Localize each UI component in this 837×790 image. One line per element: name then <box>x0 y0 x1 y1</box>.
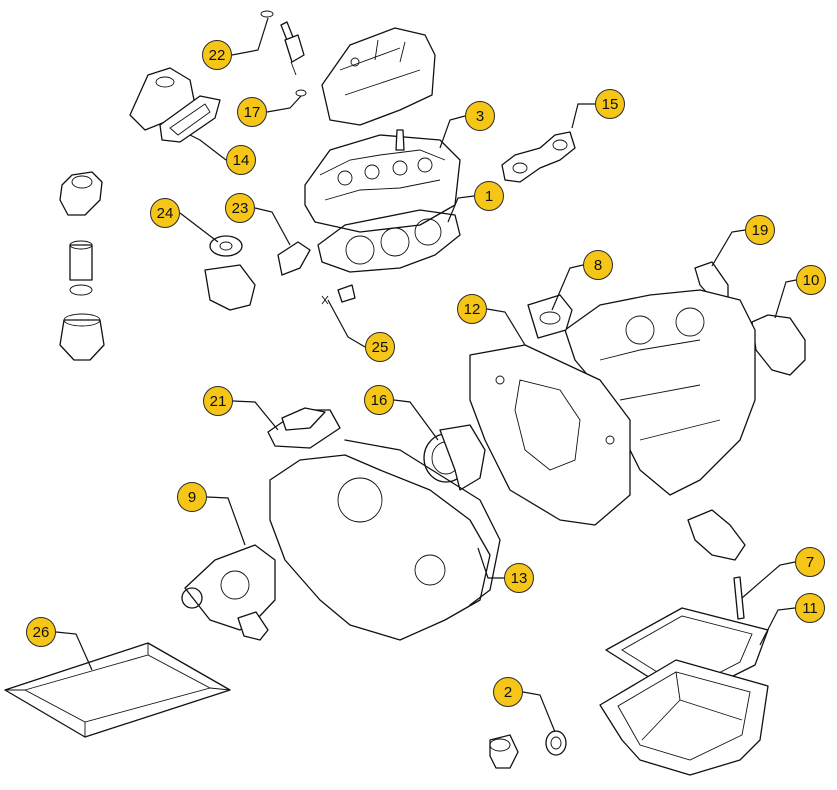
callout-1[interactable]: 1 <box>474 181 504 211</box>
callout-23[interactable]: 23 <box>225 193 255 223</box>
valve-cover <box>321 27 436 126</box>
callout-11[interactable]: 11 <box>795 593 825 623</box>
gear-case <box>267 407 501 641</box>
callout-17[interactable]: 17 <box>237 97 267 127</box>
drain-plug <box>489 734 519 769</box>
oil-filter-assembly <box>59 171 105 361</box>
callout-8[interactable]: 8 <box>583 250 613 280</box>
callout-21[interactable]: 21 <box>203 386 233 416</box>
head-gasket <box>317 209 461 273</box>
cover-plate-8 <box>527 294 573 339</box>
oil-pan <box>599 659 769 776</box>
side-plate <box>469 344 631 526</box>
callout-19[interactable]: 19 <box>745 215 775 245</box>
callout-2[interactable]: 2 <box>493 677 523 707</box>
water-flange <box>204 235 356 311</box>
callout-26[interactable]: 26 <box>26 617 56 647</box>
injector <box>260 10 307 97</box>
thermostat-housing <box>129 67 221 143</box>
callout-12[interactable]: 12 <box>457 294 487 324</box>
exhaust-gasket <box>501 131 576 183</box>
callout-16[interactable]: 16 <box>364 385 394 415</box>
water-pump <box>181 544 276 641</box>
bracket <box>687 509 746 561</box>
cylinder-head <box>304 129 461 233</box>
gasket-10 <box>751 314 806 376</box>
callout-14[interactable]: 14 <box>226 145 256 175</box>
callout-3[interactable]: 3 <box>465 101 495 131</box>
callout-25[interactable]: 25 <box>365 332 395 362</box>
callout-13[interactable]: 13 <box>504 563 534 593</box>
callout-24[interactable]: 24 <box>150 198 180 228</box>
dipstick-tube <box>733 576 745 620</box>
callout-10[interactable]: 10 <box>796 265 826 295</box>
callout-9[interactable]: 9 <box>177 482 207 512</box>
seal-16 <box>423 424 486 491</box>
seal-ring-2 <box>545 730 567 756</box>
leader-lines <box>55 17 797 733</box>
kit-tray-26 <box>4 642 231 738</box>
callout-22[interactable]: 22 <box>202 40 232 70</box>
callout-7[interactable]: 7 <box>795 547 825 577</box>
callout-15[interactable]: 15 <box>595 89 625 119</box>
